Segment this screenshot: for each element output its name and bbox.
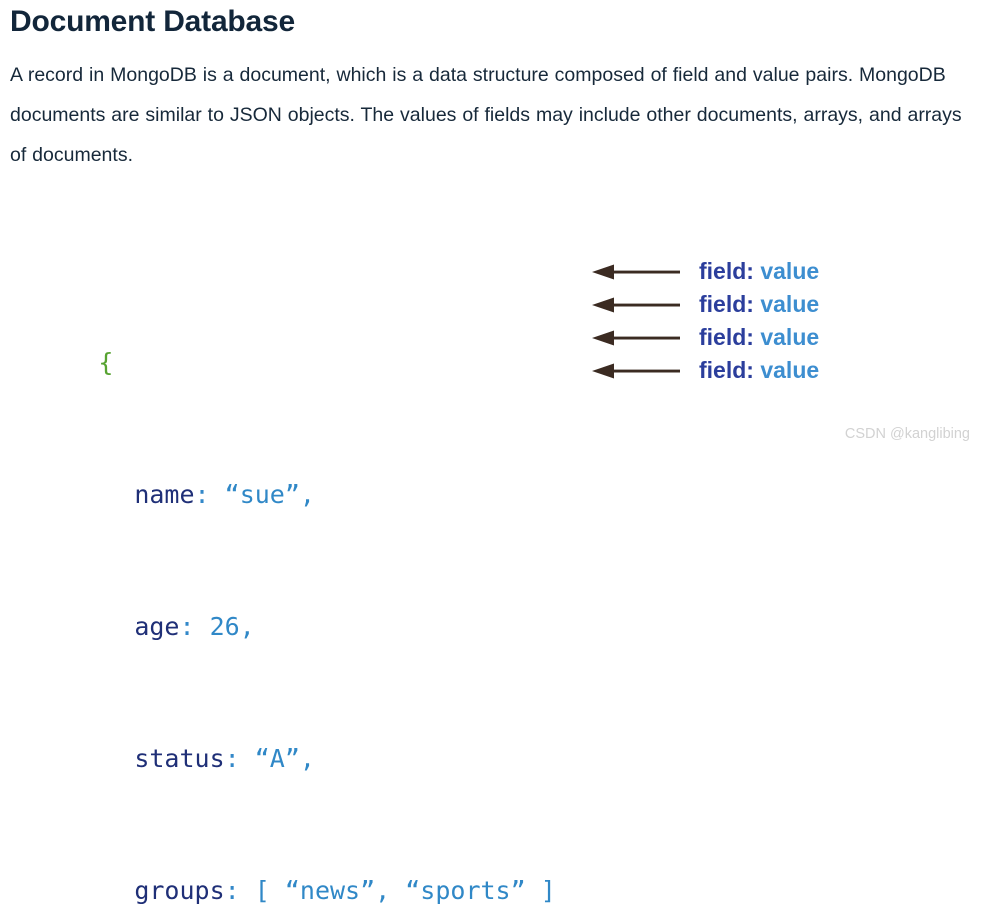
open-brace: { <box>98 348 114 377</box>
arrow-left-icon <box>590 361 680 381</box>
field-key-groups: groups <box>134 876 225 905</box>
annotation-label: field: value <box>699 260 819 283</box>
annotation-column: field: value field: value field: value <box>590 255 819 387</box>
annotation-colon: : <box>746 258 754 284</box>
field-colon: : <box>224 744 255 773</box>
intro-paragraph: A record in MongoDB is a document, which… <box>10 64 962 166</box>
arrow-left-icon <box>590 262 680 282</box>
annotation-value-text: value <box>760 258 820 284</box>
code-line-status: status: “A”, <box>8 709 556 773</box>
annotation-row: field: value <box>590 321 819 354</box>
annotation-field-text: field <box>699 291 747 317</box>
code-line-groups: groups: [ “news”, “sports” ] <box>8 841 555 905</box>
annotation-row: field: value <box>590 288 819 321</box>
arrow-left-icon <box>590 328 680 348</box>
annotation-label: field: value <box>699 293 819 316</box>
code-line-age: age: 26, <box>8 577 556 641</box>
field-key-age: age <box>134 612 180 641</box>
annotation-field-text: field <box>699 324 747 350</box>
annotation-field-text: field <box>699 357 747 383</box>
annotation-value-text: value <box>760 357 820 383</box>
field-value-age: 26, <box>209 612 255 641</box>
code-line-open-brace: { <box>8 313 556 377</box>
annotation-field-text: field <box>699 258 747 284</box>
annotation-value-text: value <box>760 291 820 317</box>
page-title: Document Database <box>10 5 296 38</box>
annotation-label: field: value <box>699 359 819 382</box>
annotation-colon: : <box>746 291 754 317</box>
document-illustration: Document Database A record in MongoDB is… <box>10 5 970 905</box>
annotation-label: field: value <box>699 326 819 349</box>
annotation-colon: : <box>746 357 754 383</box>
field-key-status: status <box>134 744 225 773</box>
annotation-row: field: value <box>590 354 819 387</box>
json-document-sample: { name: “sue”, age: 26, status: “A”, gro… <box>8 214 556 912</box>
annotation-colon: : <box>746 324 754 350</box>
field-value-groups: [ “news”, “sports” ] <box>254 876 556 905</box>
annotation-value-text: value <box>760 324 820 350</box>
field-colon: : <box>224 876 255 905</box>
annotation-row: field: value <box>590 255 819 288</box>
field-key-name: name <box>134 480 195 509</box>
arrow-left-icon <box>590 295 680 315</box>
watermark: CSDN @kanglibing <box>844 426 970 442</box>
field-colon: : <box>194 480 225 509</box>
field-colon: : <box>179 612 210 641</box>
field-value-status: “A”, <box>254 744 315 773</box>
field-value-name: “sue”, <box>224 480 315 509</box>
code-line-name: name: “sue”, <box>8 445 556 509</box>
